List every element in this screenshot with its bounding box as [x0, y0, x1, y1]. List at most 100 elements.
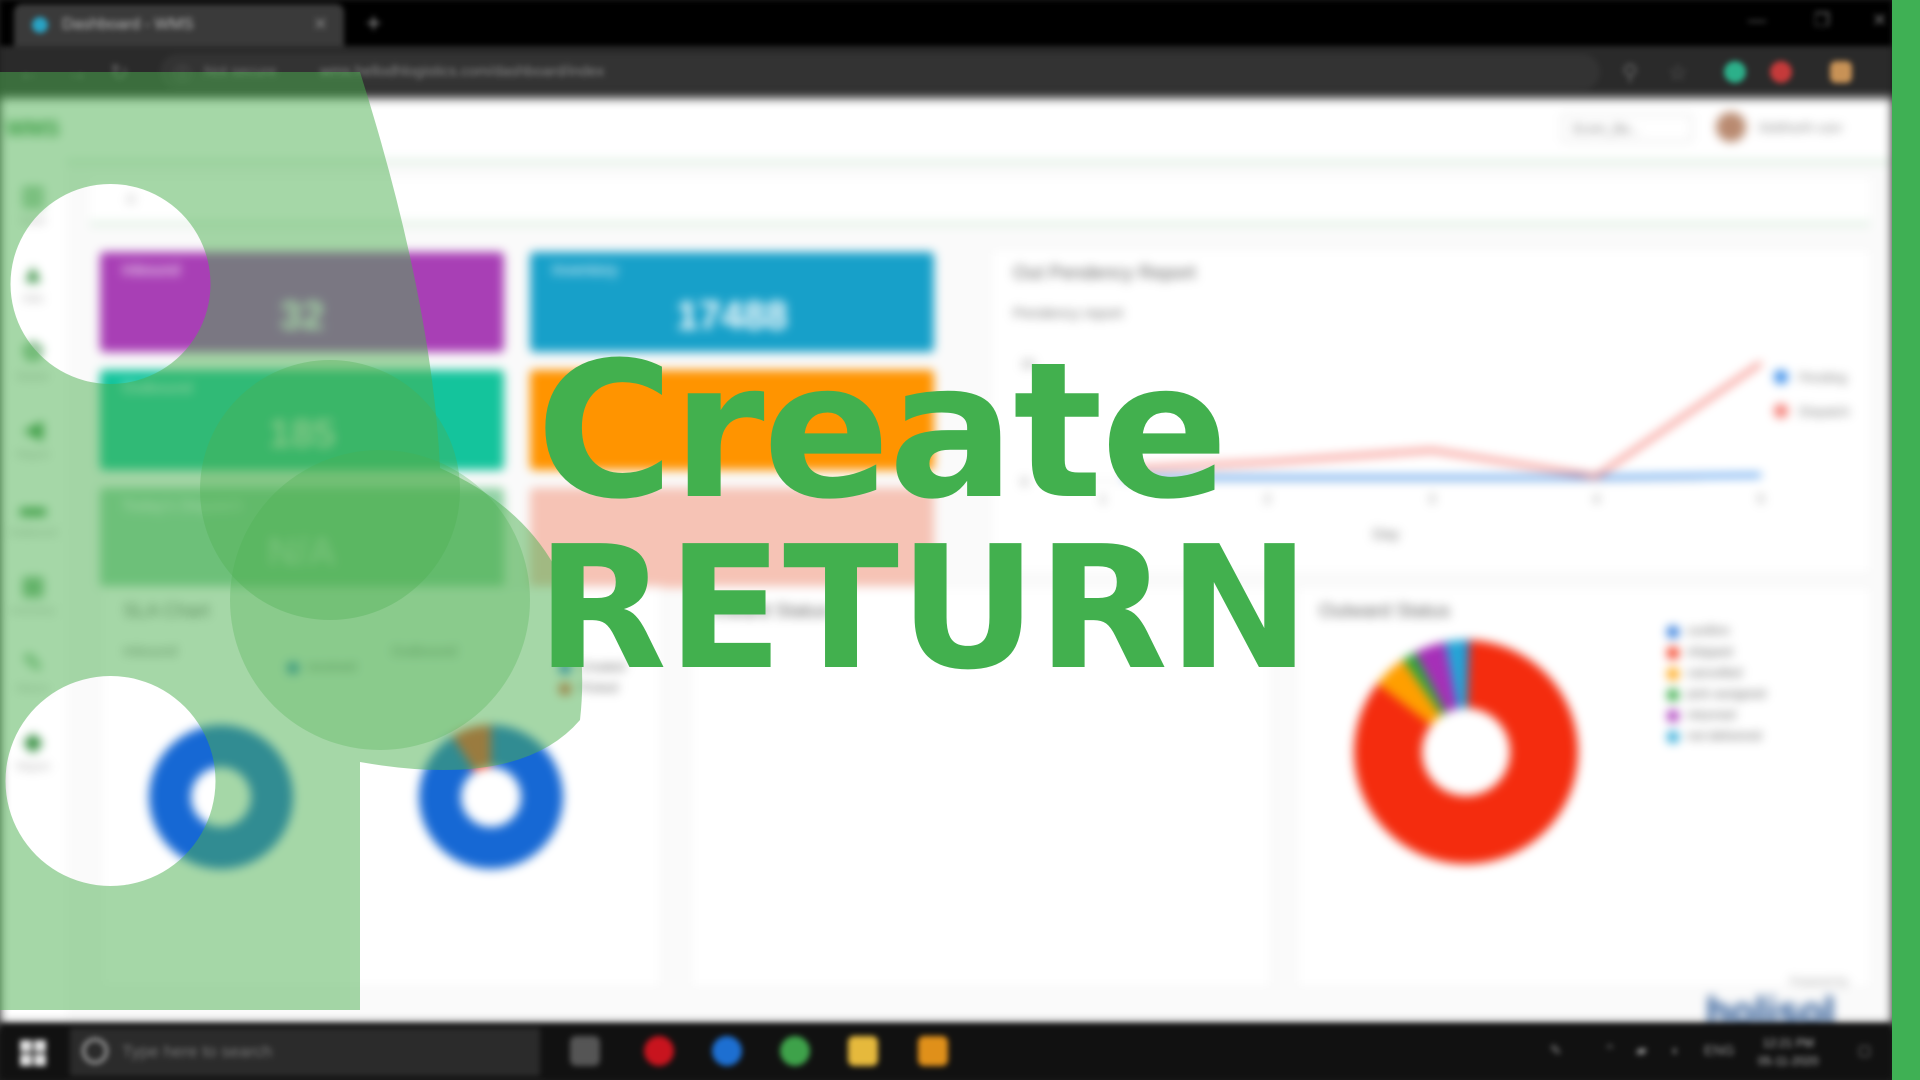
extension-icon[interactable]	[1724, 61, 1746, 83]
file-explorer-icon[interactable]	[848, 1036, 878, 1066]
sidebar-item-outbound[interactable]: ▬ Outbound	[0, 492, 66, 539]
search-icon[interactable]: ⚲	[1622, 60, 1639, 85]
legend-swatch	[287, 661, 299, 674]
task-view-icon[interactable]	[570, 1036, 600, 1066]
forward-arrow-icon[interactable]: →	[66, 60, 88, 85]
warehouse-select[interactable]: Ecom_Ba...	[1562, 114, 1692, 142]
user-name[interactable]: Siddharth user	[1758, 120, 1843, 135]
legend-swatch	[1667, 667, 1679, 680]
network-icon[interactable]: ▰	[1636, 1042, 1647, 1058]
legend-item[interactable]: returned	[1667, 707, 1766, 722]
browser-tab[interactable]: Dashboard - WMS ✕	[14, 4, 344, 46]
legend-item[interactable]: pick assigned	[1667, 686, 1766, 701]
star-icon[interactable]: ☆	[1668, 60, 1688, 85]
windows-start-icon[interactable]	[20, 1040, 46, 1066]
powered-by-label: Powered by	[1790, 976, 1849, 988]
back-arrow-icon[interactable]: ←	[18, 60, 40, 85]
favicon-icon	[32, 17, 48, 33]
address-bar[interactable]: ⓘ Not secure wms.hellodhlogistics.com/da…	[160, 54, 1600, 90]
url-text[interactable]: wms.hellodhlogistics.com/dashboard/index	[320, 63, 605, 80]
tile-outbound[interactable]: Outbound 185	[100, 370, 504, 470]
legend-label: not delivered	[1687, 728, 1762, 743]
profile-icon[interactable]	[1830, 61, 1852, 83]
tile-orange[interactable]	[530, 370, 934, 470]
legend-item[interactable]: cancelled	[1667, 665, 1766, 680]
inbound-icon: ▲	[20, 258, 46, 288]
right-green-border	[1892, 0, 1920, 1080]
x-tick-label: 4	[1593, 492, 1600, 506]
brand-logo[interactable]: WMS	[6, 116, 60, 141]
tile-inventory[interactable]: Inventory 17488	[530, 252, 934, 352]
minimize-icon[interactable]: —	[1748, 10, 1766, 30]
legend-label: received	[307, 659, 357, 674]
x-axis-label: Day	[1373, 526, 1400, 543]
legend-swatch	[1667, 709, 1679, 722]
info-icon[interactable]: ⓘ	[174, 65, 191, 84]
close-window-icon[interactable]: ✕	[1872, 10, 1888, 30]
volume-icon[interactable]: ◖	[1670, 1042, 1679, 1058]
panel-title: Outward Status	[1319, 601, 1450, 622]
inbound-legend: received	[287, 659, 356, 680]
edge-icon[interactable]	[712, 1036, 742, 1066]
sidebar-item-dashboard[interactable]: ▥ Dash	[0, 180, 66, 227]
y-tick-label: 10	[1021, 357, 1035, 371]
inward-panel: Inward Status	[690, 586, 1272, 988]
inbound-donut	[148, 725, 293, 869]
outward-donut	[1354, 640, 1578, 864]
new-tab-button[interactable]: +	[366, 8, 382, 38]
breadcrumb: ⌂	[90, 178, 1870, 225]
return-icon: ✎	[22, 648, 44, 678]
app-icon[interactable]	[918, 1036, 948, 1066]
legend-label: Pending	[1799, 370, 1847, 385]
legend-swatch	[1667, 646, 1679, 659]
tile-value: 32	[279, 294, 325, 338]
inventory-icon: ▦	[20, 570, 46, 600]
x-tick-label: 2	[1264, 492, 1271, 506]
close-tab-icon[interactable]: ✕	[312, 14, 328, 34]
tab-bar: Dashboard - WMS ✕ + — ❐ ✕	[0, 0, 1892, 46]
tile-pink[interactable]	[530, 488, 934, 588]
language-indicator[interactable]: ENG	[1704, 1042, 1735, 1058]
extension-icon[interactable]	[1770, 61, 1792, 83]
donut-hole	[191, 767, 251, 827]
legend-item[interactable]: shipped	[1667, 644, 1766, 659]
windows-taskbar: Type here to search ✎ ⌃ ▰ ◖ ENG 12:21 PM…	[0, 1024, 1892, 1080]
sidebar-item-inventory[interactable]: ▦ Inventory	[0, 570, 66, 617]
master-icon: ✿	[22, 336, 44, 366]
sidebar-item-return[interactable]: ✎ Return	[0, 648, 66, 695]
sidebar-item-inbound[interactable]: ▲ Inbo	[0, 258, 66, 305]
tile-todays-dispatch[interactable]: Today's Dispatch N/A	[100, 488, 504, 588]
tile-inbound[interactable]: Inbound 32	[100, 252, 504, 352]
sidebar-item-report[interactable]: ◀ Report	[0, 414, 66, 461]
outward-panel: Outward Status confirm shipped cancelled pi…	[1296, 586, 1872, 988]
pen-icon[interactable]: ✎	[1550, 1042, 1562, 1058]
notification-icon[interactable]: ▢	[1858, 1042, 1872, 1058]
legend-label: Dispatch	[1799, 404, 1850, 419]
home-icon[interactable]: ⌂	[126, 190, 136, 207]
legend-label: Picked	[579, 680, 619, 695]
sidebar-item-master[interactable]: ✿ Master	[0, 336, 66, 383]
legend-item[interactable]: confirm	[1667, 623, 1766, 638]
legend-label: shipped	[1687, 644, 1733, 659]
legend-item[interactable]: received	[287, 659, 356, 674]
x-tick-label: 1	[1100, 492, 1107, 506]
panel-title: SLA Chart	[123, 601, 210, 622]
tile-value: 17488	[676, 294, 788, 338]
chevron-up-icon[interactable]: ⌃	[1604, 1042, 1616, 1058]
avatar[interactable]	[1716, 112, 1746, 142]
tile-value: 185	[268, 412, 336, 456]
chrome-icon[interactable]	[780, 1036, 810, 1066]
taskbar-search-input[interactable]: Type here to search	[70, 1028, 540, 1076]
headline-line-2: RETURN	[536, 510, 1311, 708]
sidebar-item-report-2[interactable]: ◆ Report	[0, 726, 66, 773]
clock[interactable]: 12:21 PM 05-11-2020	[1758, 1036, 1819, 1068]
reload-icon[interactable]: ↻	[110, 60, 129, 85]
holisol-logo: holisol	[1706, 990, 1835, 1024]
maximize-icon[interactable]: ❐	[1814, 10, 1831, 30]
headline-line-1: Create	[536, 322, 1228, 541]
headline: Create RETURN	[536, 322, 1311, 708]
app-icon[interactable]	[644, 1036, 674, 1066]
legend-label: cancelled	[1687, 665, 1742, 680]
legend-swatch	[1667, 625, 1679, 638]
legend-item[interactable]: not delivered	[1667, 728, 1766, 743]
